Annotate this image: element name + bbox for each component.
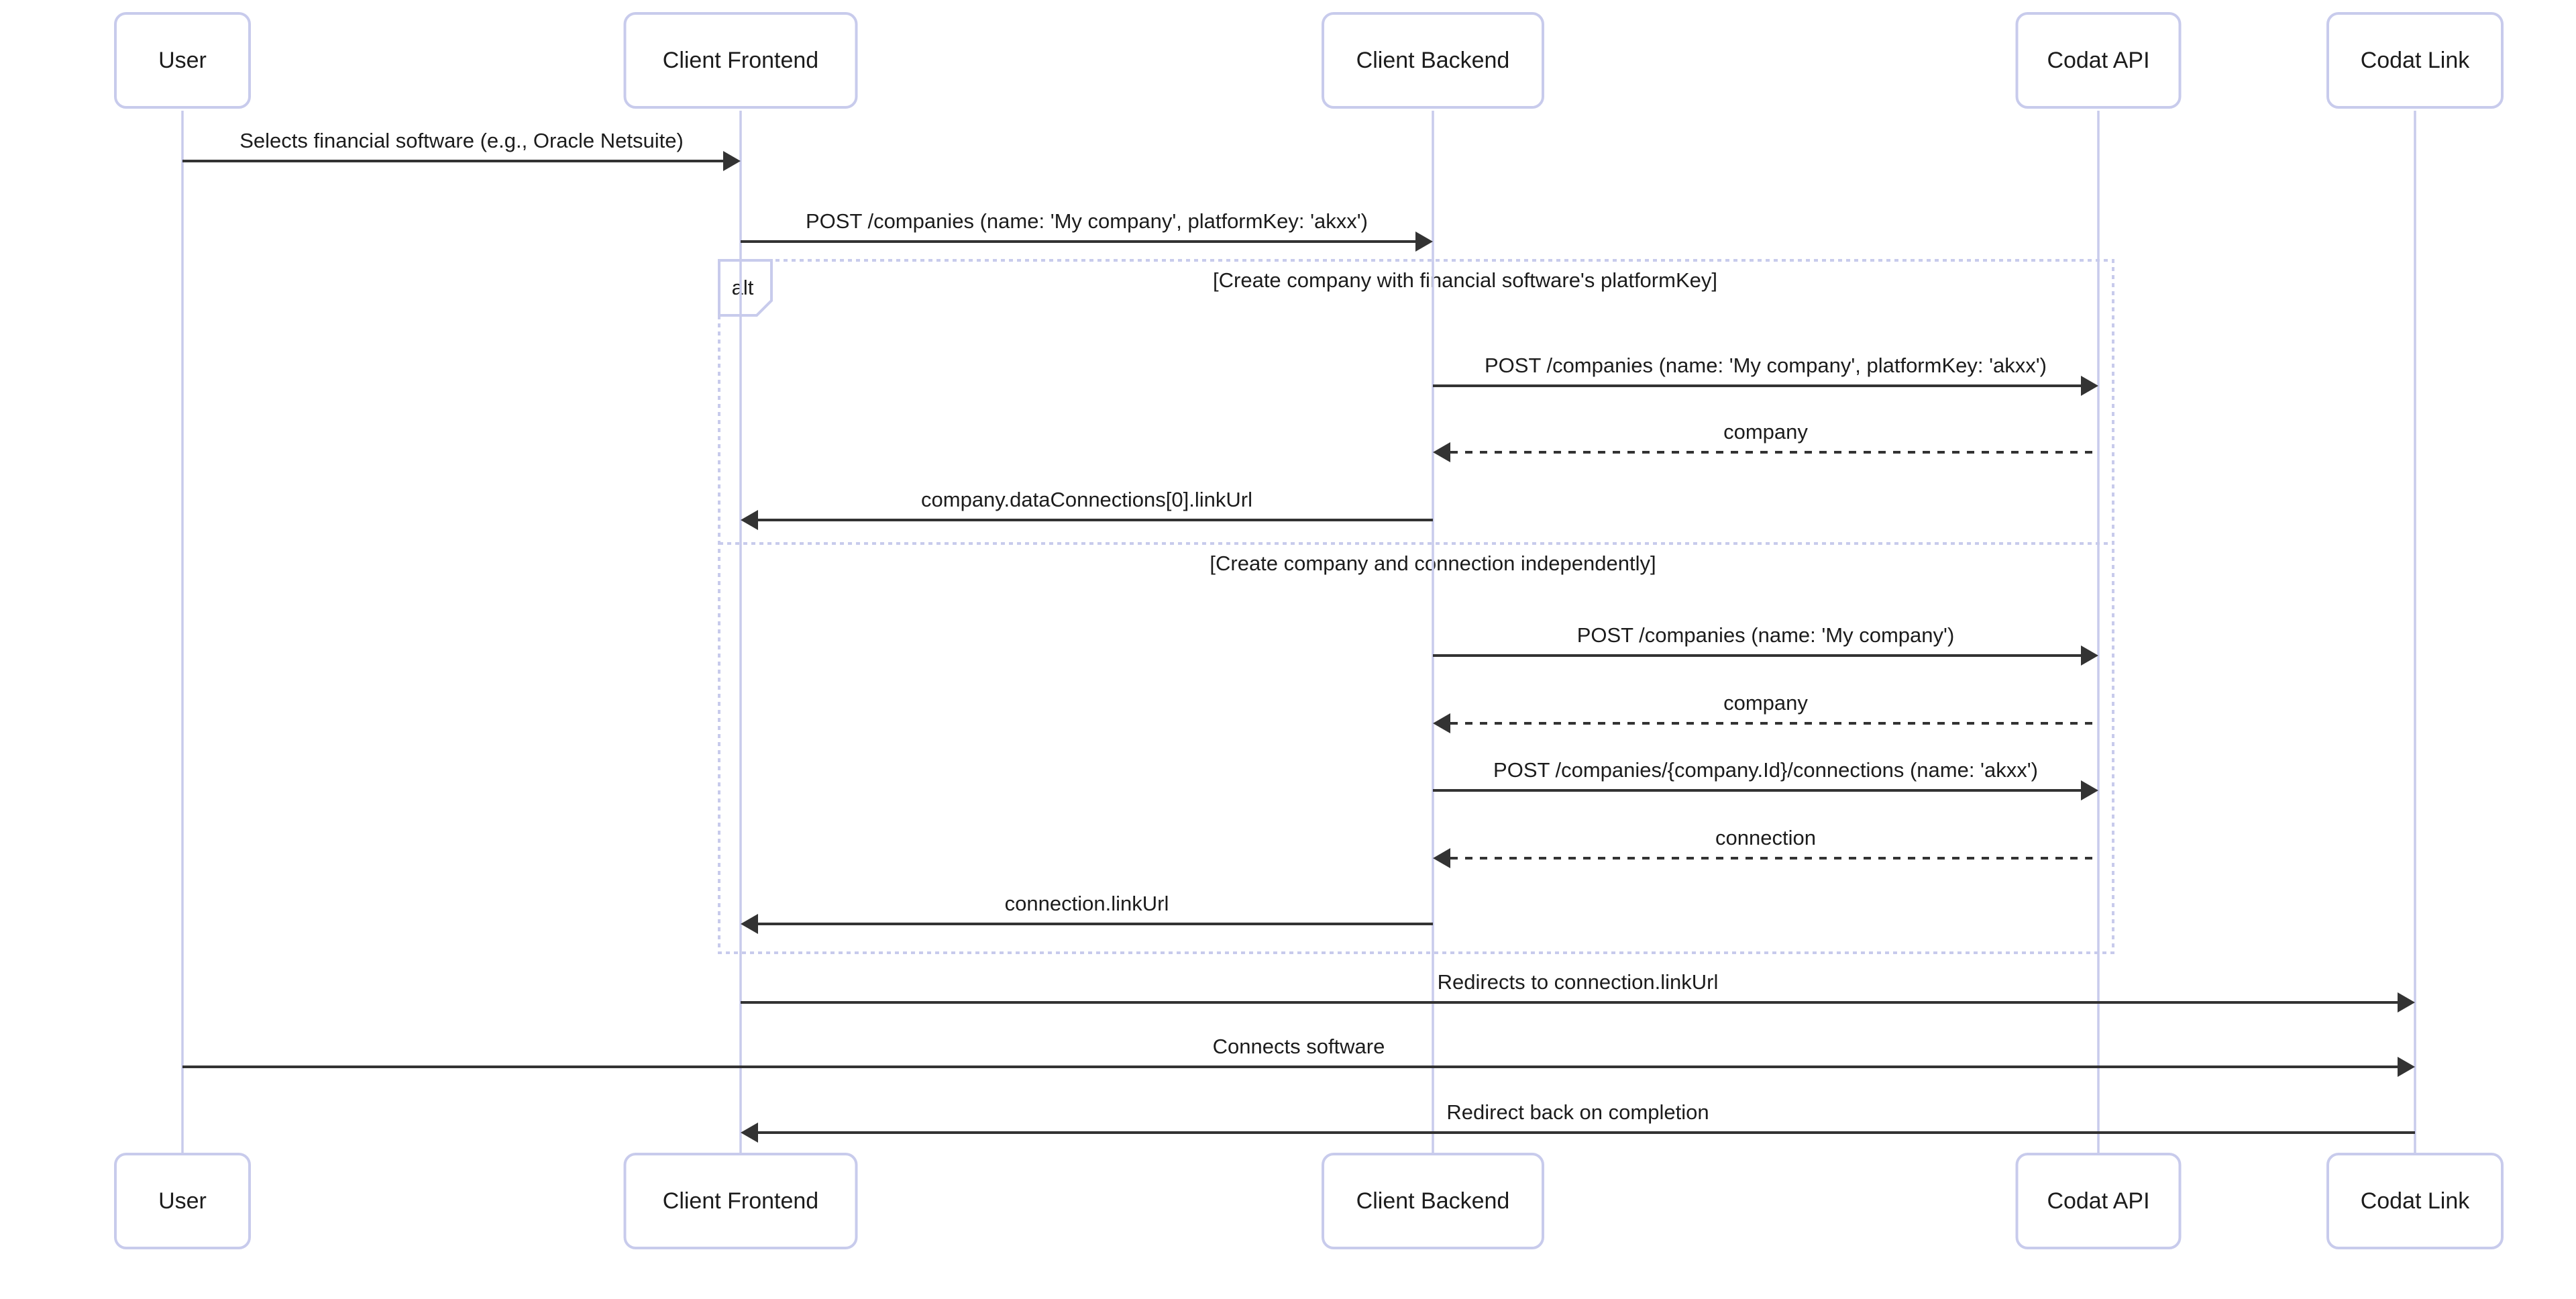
message-label: POST /companies (name: 'My company', pla… [806, 209, 1368, 233]
message-12: Connects software [182, 1035, 2415, 1077]
actor-label-user: User [158, 48, 207, 73]
actor-top-backend: Client Backend [1322, 12, 1544, 109]
message-8: POST /companies/{company.Id}/connections… [1433, 758, 2098, 800]
actor-box-codat_api [2015, 12, 2182, 109]
actor-top-codat_api: Codat API [2015, 12, 2182, 109]
message-label: POST /companies/{company.Id}/connections… [1493, 758, 2038, 782]
actor-bottom-backend: Client Backend [1322, 1153, 1544, 1249]
message-arrowhead [741, 510, 758, 530]
message-arrowhead [741, 1123, 758, 1143]
message-5: company.dataConnections[0].linkUrl [741, 488, 1433, 530]
actor-label-user: User [158, 1188, 207, 1214]
message-label: company [1723, 420, 1808, 444]
actor-box-backend [1322, 12, 1544, 109]
message-3: POST /companies (name: 'My company', pla… [1433, 354, 2098, 396]
message-arrowhead [2081, 376, 2098, 396]
actor-label-codat_link: Codat Link [2361, 1188, 2471, 1214]
message-label: Connects software [1213, 1035, 1385, 1058]
actor-top-frontend: Client Frontend [623, 12, 858, 109]
message-arrowhead [1415, 231, 1433, 252]
actor-bottom-codat_link: Codat Link [2326, 1153, 2504, 1249]
message-arrowhead [2081, 780, 2098, 800]
message-label: Redirects to connection.linkUrl [1438, 970, 1719, 994]
fragment-tag-label: alt [732, 276, 754, 299]
message-label: Selects financial software (e.g., Oracle… [239, 129, 684, 152]
actor-box-codat_link [2326, 12, 2504, 109]
message-label: company [1723, 691, 1808, 715]
message-layer: Selects financial software (e.g., Oracle… [182, 129, 2415, 1143]
message-arrowhead [2398, 992, 2415, 1012]
actor-label-frontend: Client Frontend [663, 48, 818, 73]
message-label: POST /companies (name: 'My company', pla… [1485, 354, 2047, 377]
message-4: company [1433, 420, 2098, 462]
message-label: POST /companies (name: 'My company') [1577, 623, 1955, 647]
message-label: Redirect back on completion [1446, 1100, 1709, 1124]
actor-box-codat_api [2015, 1153, 2182, 1249]
message-2: POST /companies (name: 'My company', pla… [741, 209, 1433, 252]
message-arrowhead [1433, 848, 1450, 868]
message-6: POST /companies (name: 'My company') [1433, 623, 2098, 666]
fragment-frame [718, 259, 2114, 954]
actor-box-user [114, 12, 251, 109]
actor-label-backend: Client Backend [1356, 1188, 1510, 1214]
actor-label-codat_api: Codat API [2047, 48, 2149, 73]
actor-bottom-codat_api: Codat API [2015, 1153, 2182, 1249]
actor-label-codat_api: Codat API [2047, 1188, 2149, 1214]
message-arrowhead [1433, 713, 1450, 733]
message-label: connection [1715, 826, 1816, 849]
message-9: connection [1433, 826, 2098, 868]
actor-box-backend [1322, 1153, 1544, 1249]
message-1: Selects financial software (e.g., Oracle… [182, 129, 741, 171]
actor-bottom-user: User [114, 1153, 251, 1249]
lifeline-layer [181, 111, 2416, 1154]
message-11: Redirects to connection.linkUrl [741, 970, 2415, 1012]
actor-box-frontend [623, 12, 858, 109]
message-arrowhead [2398, 1057, 2415, 1077]
message-label: company.dataConnections[0].linkUrl [921, 488, 1252, 511]
actor-label-frontend: Client Frontend [663, 1188, 818, 1214]
actor-bottom-frontend: Client Frontend [623, 1153, 858, 1249]
actor-box-user [114, 1153, 251, 1249]
actor-top-user: User [114, 12, 251, 109]
message-arrowhead [723, 151, 741, 171]
message-label: connection.linkUrl [1005, 892, 1169, 915]
fragment-condition-1: [Create company with financial software'… [1213, 268, 1717, 292]
actor-top-codat_link: Codat Link [2326, 12, 2504, 109]
actor-box-codat_link [2326, 1153, 2504, 1249]
fragment-tag-shape [718, 259, 773, 317]
message-7: company [1433, 691, 2098, 733]
actor-label-codat_link: Codat Link [2361, 48, 2471, 73]
message-arrowhead [1433, 442, 1450, 462]
actor-box-frontend [623, 1153, 858, 1249]
message-10: connection.linkUrl [741, 892, 1433, 934]
message-arrowhead [741, 914, 758, 934]
actor-label-backend: Client Backend [1356, 48, 1510, 73]
message-arrowhead [2081, 645, 2098, 666]
message-13: Redirect back on completion [741, 1100, 2415, 1143]
